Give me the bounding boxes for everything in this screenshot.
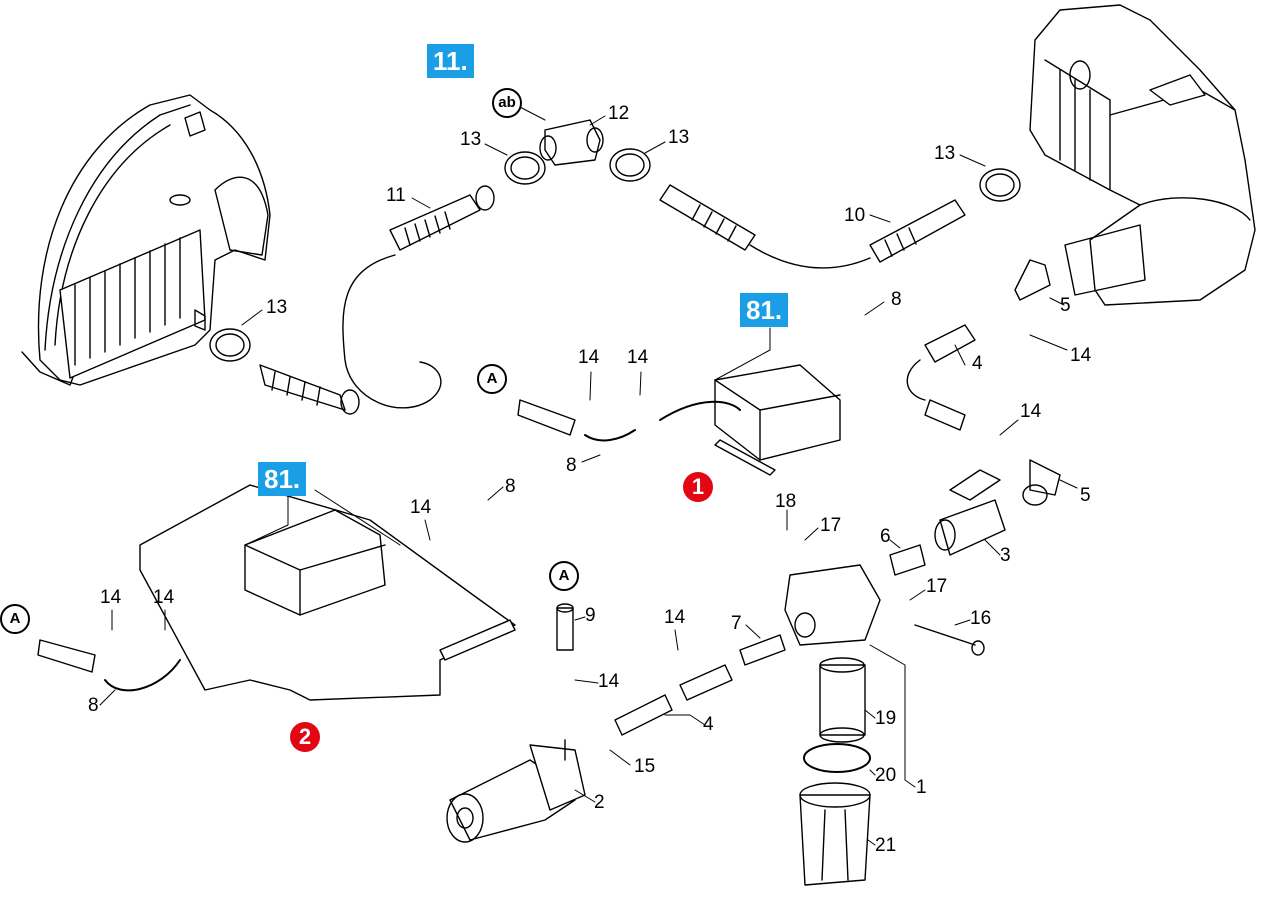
callout-4-b: 4	[703, 714, 714, 735]
hose-10	[659, 184, 966, 269]
o-ring-20	[803, 743, 871, 773]
ref-a-middle: A	[549, 561, 579, 591]
hose-4-right	[906, 324, 976, 431]
callout-3: 3	[1000, 545, 1011, 566]
clamp-13-a	[504, 151, 546, 185]
marker-1[interactable]: 1	[683, 472, 713, 502]
callout-14-b: 14	[578, 347, 600, 368]
callout-5-a: 5	[1060, 295, 1071, 316]
callout-8-d: 8	[88, 695, 99, 716]
badge-81-top[interactable]: 81.	[740, 293, 789, 327]
callout-17-b: 17	[926, 576, 948, 597]
elbow-5-a	[1014, 259, 1051, 301]
callout-15: 15	[634, 756, 656, 777]
hose-11	[342, 185, 495, 409]
filter-insert-19	[819, 657, 866, 743]
callout-14-a: 14	[1070, 345, 1092, 366]
motor-pump-2	[446, 739, 586, 843]
callout-11: 11	[386, 185, 406, 206]
callout-4-a: 4	[972, 353, 983, 374]
ref-a-top: A	[477, 364, 507, 394]
callout-8-b: 8	[566, 455, 577, 476]
elbow-5-b	[1022, 459, 1061, 506]
right-housing	[1029, 4, 1256, 306]
leader-lines	[99, 105, 1078, 846]
callout-13-b: 13	[668, 127, 690, 148]
hose-end-left	[209, 328, 360, 415]
clamp-13-c	[979, 168, 1021, 202]
ref-a-left: A	[0, 604, 30, 634]
callout-9: 9	[585, 605, 596, 626]
valve-3	[934, 469, 1006, 556]
callout-8-a: 8	[891, 289, 902, 310]
clamp-13-b	[609, 148, 651, 182]
callout-16: 16	[970, 608, 992, 629]
callout-20: 20	[875, 765, 897, 786]
bolt-16	[914, 624, 985, 656]
pump-box-81-bottom	[139, 484, 516, 701]
callout-1: 1	[916, 777, 927, 798]
marker-2[interactable]: 2	[290, 722, 320, 752]
callout-2: 2	[594, 792, 605, 813]
callout-14-e: 14	[410, 497, 432, 518]
callout-14-d: 14	[1020, 401, 1042, 422]
t-piece-12	[539, 119, 604, 166]
callout-12: 12	[608, 103, 630, 124]
callout-13-d: 13	[266, 297, 288, 318]
hose-4-bottom	[614, 664, 733, 736]
callout-14-f: 14	[100, 587, 122, 608]
callout-14-c: 14	[627, 347, 649, 368]
callout-19: 19	[875, 708, 897, 729]
filter-housing	[784, 564, 881, 646]
callout-8-c: 8	[505, 476, 516, 497]
callout-13-c: 13	[934, 143, 956, 164]
callout-14-g: 14	[153, 587, 175, 608]
tubes-left	[37, 399, 636, 692]
callout-21: 21	[875, 835, 897, 856]
callout-18: 18	[775, 491, 797, 512]
callout-14-i: 14	[598, 671, 620, 692]
badge-81-bottom[interactable]: 81.	[258, 462, 307, 496]
callout-6: 6	[880, 526, 891, 547]
left-housing-cover	[21, 94, 271, 386]
filter-bowl-21	[799, 782, 871, 886]
badge-11[interactable]: 11.	[427, 44, 474, 78]
ref-ab: ab	[492, 88, 522, 118]
connector-6	[889, 544, 926, 576]
callout-10: 10	[844, 205, 866, 226]
callout-14-h: 14	[664, 607, 686, 628]
callout-13-a: 13	[460, 129, 482, 150]
callout-17-a: 17	[820, 515, 842, 536]
tube-9	[556, 603, 574, 651]
callout-7: 7	[731, 613, 742, 634]
connector-7	[739, 634, 786, 666]
callout-5-b: 5	[1080, 485, 1091, 506]
pump-box-81-top	[659, 364, 841, 476]
